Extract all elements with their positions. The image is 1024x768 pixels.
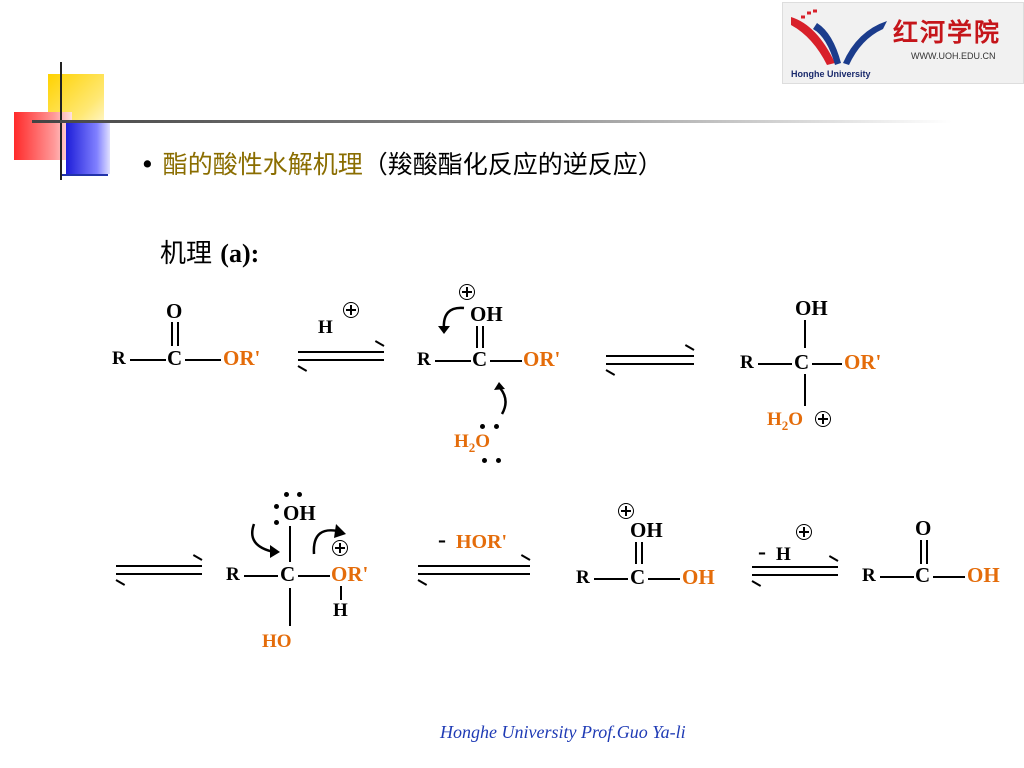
atom-O: O	[166, 299, 183, 323]
atom-R: R	[112, 348, 126, 369]
bond	[490, 360, 522, 362]
lone-pair-dot	[482, 458, 487, 463]
decor-horizontal-line	[32, 120, 952, 123]
double-bond	[641, 542, 643, 564]
double-bond	[920, 540, 922, 564]
logo-chinese-name: 红河学院	[893, 18, 1002, 47]
atom-C: C	[472, 347, 488, 371]
double-bond	[926, 540, 928, 564]
atom-R: R	[740, 352, 754, 373]
plus-charge-icon	[815, 411, 831, 427]
equilibrium-arrow	[606, 353, 694, 367]
title-parenthetical: （羧酸酯化反应的逆反应）	[362, 150, 663, 179]
bond	[880, 576, 914, 578]
title-main: 酯的酸性水解机理	[162, 150, 363, 179]
lone-pair-dot	[284, 492, 289, 497]
bond	[289, 526, 291, 562]
logo-english-name: Honghe University	[791, 69, 871, 79]
bond	[594, 578, 628, 580]
bond	[804, 320, 806, 348]
curved-arrow-icon	[438, 306, 465, 334]
bond	[648, 578, 680, 580]
minus-sign: -	[438, 527, 446, 553]
equilibrium-arrow	[116, 563, 202, 577]
bond	[340, 586, 342, 600]
group-OH: OH	[967, 563, 1000, 587]
university-logo: 红河学院 WWW.UOH.EDU.CN Honghe University	[782, 2, 1024, 84]
atom-C: C	[630, 565, 646, 589]
double-bond	[476, 326, 478, 348]
bond	[244, 575, 278, 577]
atom-R: R	[862, 565, 876, 586]
bond	[758, 363, 792, 365]
decor-blue-square	[66, 122, 110, 174]
lone-pair-dot	[480, 424, 485, 429]
bond	[933, 576, 965, 578]
group-ORp: OR'	[223, 346, 261, 370]
group-ORp: OR'	[523, 347, 561, 371]
double-bond	[171, 322, 173, 346]
footer-credit: Honghe University Prof.Guo Ya-li	[440, 722, 686, 742]
group-ORp: OR'	[844, 350, 882, 374]
curved-arrow-icon	[251, 523, 280, 558]
equilibrium-arrow	[298, 349, 384, 363]
curved-arrow-icon	[312, 524, 346, 555]
group-OH: OH	[630, 518, 663, 542]
curved-arrow-icon	[494, 382, 507, 415]
bond	[130, 359, 166, 361]
minus-sign: -	[758, 539, 766, 565]
lone-pair-dot	[496, 458, 501, 463]
logo-url: WWW.UOH.EDU.CN	[911, 51, 996, 61]
lone-pair-dot	[297, 492, 302, 497]
equilibrium-arrow	[752, 564, 838, 578]
logo-emblem-icon	[791, 9, 887, 65]
group-OH: OH	[682, 565, 715, 589]
atom-O: O	[915, 516, 932, 540]
plus-charge-icon	[343, 302, 359, 318]
plus-charge-icon	[796, 524, 812, 540]
slide-title: • 酯的酸性水解机理（羧酸酯化反应的逆反应）	[140, 145, 663, 181]
proton-label: H	[318, 317, 333, 338]
atom-H: H	[333, 600, 348, 621]
eliminated-alcohol: HOR'	[456, 531, 508, 553]
plus-charge-icon	[618, 503, 634, 519]
double-bond	[177, 322, 179, 346]
decor-blue-underline	[62, 174, 108, 176]
water-molecule: H2O	[767, 409, 804, 433]
group-ORp: OR'	[331, 562, 369, 586]
group-HO: HO	[262, 631, 292, 652]
bond	[812, 363, 842, 365]
mechanism-label: 机理 (a):	[160, 233, 259, 270]
eliminated-proton: H	[776, 544, 791, 565]
bond	[435, 360, 471, 362]
group-OH: OH	[795, 296, 828, 320]
group-OH: OH	[470, 302, 503, 326]
plus-charge-icon	[459, 284, 475, 300]
atom-R: R	[576, 567, 590, 588]
atom-R: R	[226, 564, 240, 585]
plus-charge-icon	[332, 540, 348, 556]
bond	[804, 374, 806, 406]
bullet: •	[140, 150, 155, 179]
mechanism-label-tag: (a):	[220, 239, 260, 268]
atom-C: C	[794, 350, 810, 374]
bond	[298, 575, 330, 577]
water-molecule: H2O	[454, 431, 491, 455]
equilibrium-arrow	[418, 563, 530, 577]
group-OH: OH	[283, 501, 316, 525]
atom-C: C	[167, 346, 183, 370]
mechanism-label-cn: 机理	[160, 239, 213, 269]
lone-pair-dot	[494, 424, 499, 429]
lone-pair-dot	[274, 504, 279, 509]
double-bond	[482, 326, 484, 348]
atom-C: C	[915, 563, 931, 587]
atom-C: C	[280, 562, 296, 586]
bond	[289, 588, 291, 626]
bond	[185, 359, 221, 361]
atom-R: R	[417, 349, 431, 370]
lone-pair-dot	[274, 520, 279, 525]
double-bond	[635, 542, 637, 564]
